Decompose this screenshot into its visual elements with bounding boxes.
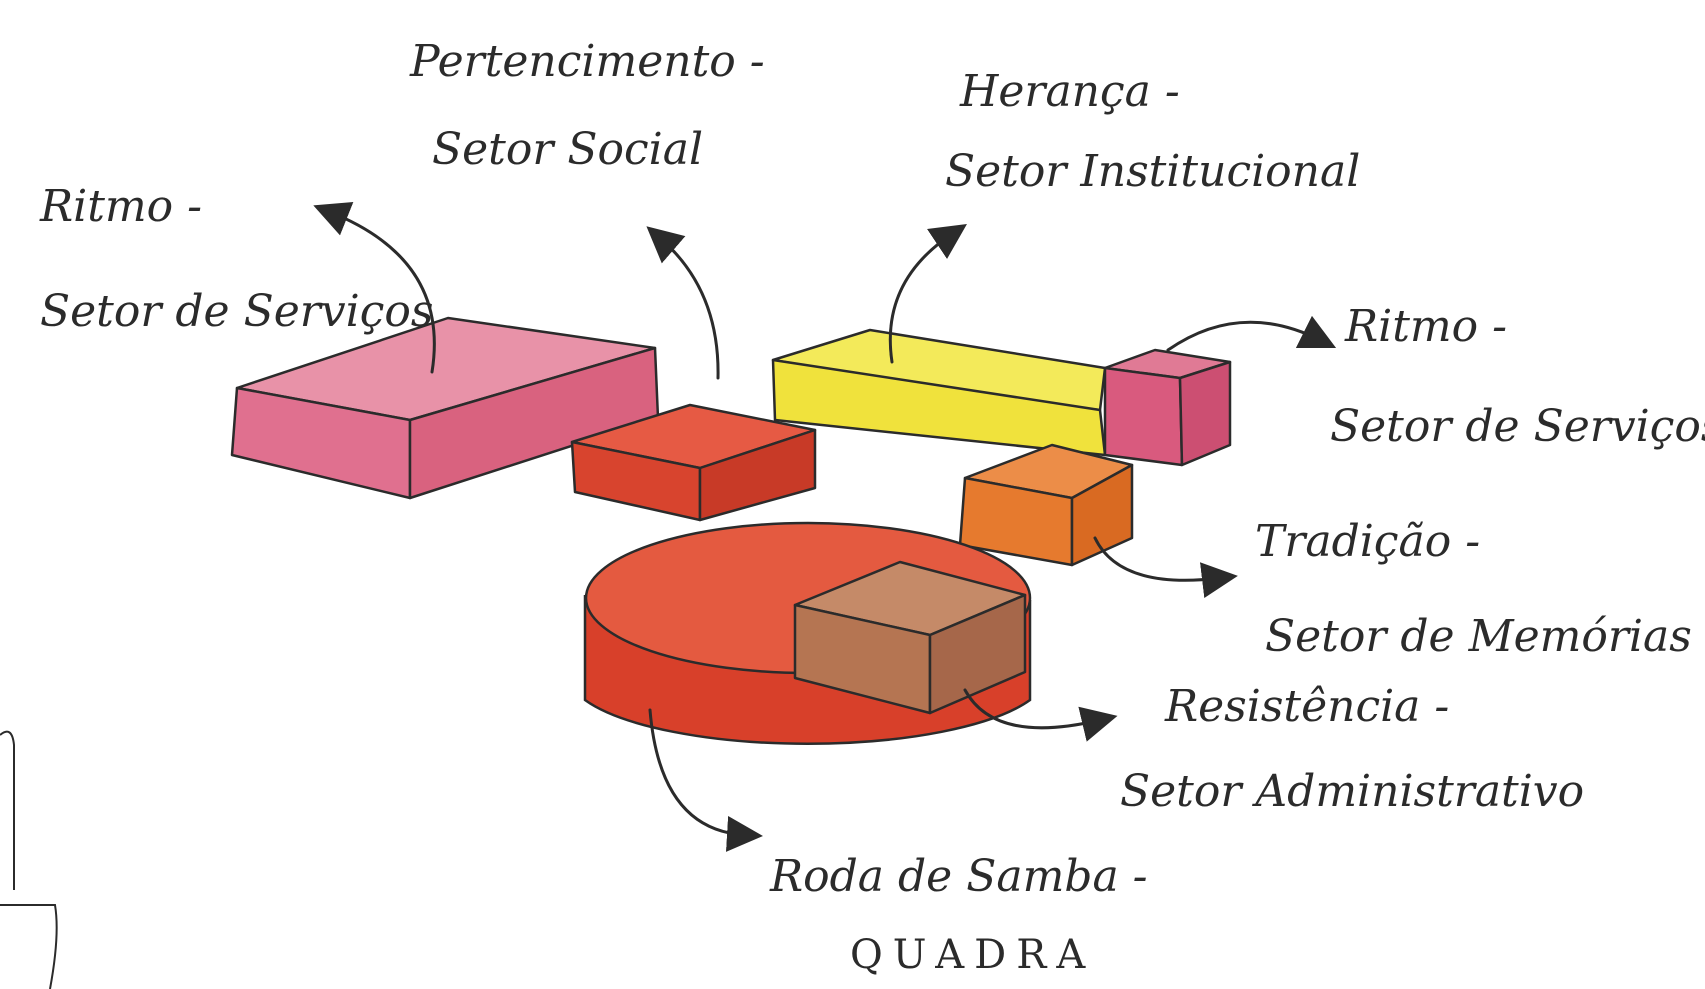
ritmo-right-subtitle: Setor de Serviços <box>1330 401 1705 452</box>
roda-subtitle: QUADRA <box>850 932 1096 978</box>
arrow-yellow-block <box>888 224 967 364</box>
heranca-title: Herança - <box>960 66 1180 117</box>
ritmo-left-title: Ritmo - <box>40 181 202 232</box>
tradicao-title: Tradição - <box>1255 516 1481 567</box>
arrow-orange-block <box>1093 536 1238 599</box>
partial-object-bottom-left <box>0 730 58 989</box>
roda-title: Roda de Samba - <box>770 851 1148 902</box>
heranca-subtitle: Setor Institucional <box>945 146 1361 197</box>
ritmo-left-subtitle: Setor de Serviços <box>40 286 434 337</box>
arrows <box>313 201 1337 852</box>
red-block-pertencimento <box>570 403 817 522</box>
resistencia-title: Resistência - <box>1165 681 1450 732</box>
resistencia-subtitle: Setor Administrativo <box>1120 766 1585 817</box>
pertencimento-subtitle: Setor Social <box>432 124 704 175</box>
arrow-pink-block <box>313 201 436 374</box>
pertencimento-title: Pertencimento - <box>410 36 765 87</box>
tradicao-subtitle: Setor de Memórias <box>1265 611 1692 662</box>
arrow-small-pink-block <box>1166 315 1337 352</box>
arrow-brown-block <box>963 688 1118 742</box>
orange-block-tradicao <box>958 443 1134 567</box>
arrow-red-block <box>646 226 720 380</box>
arrow-cylinder <box>648 708 763 852</box>
yellow-block-heranca <box>771 328 1107 457</box>
pink-small-block-ritmo <box>1103 348 1232 467</box>
pink-block-ritmo <box>230 316 660 500</box>
brown-block-resistencia <box>793 560 1027 715</box>
ritmo-right-title: Ritmo - <box>1345 301 1507 352</box>
